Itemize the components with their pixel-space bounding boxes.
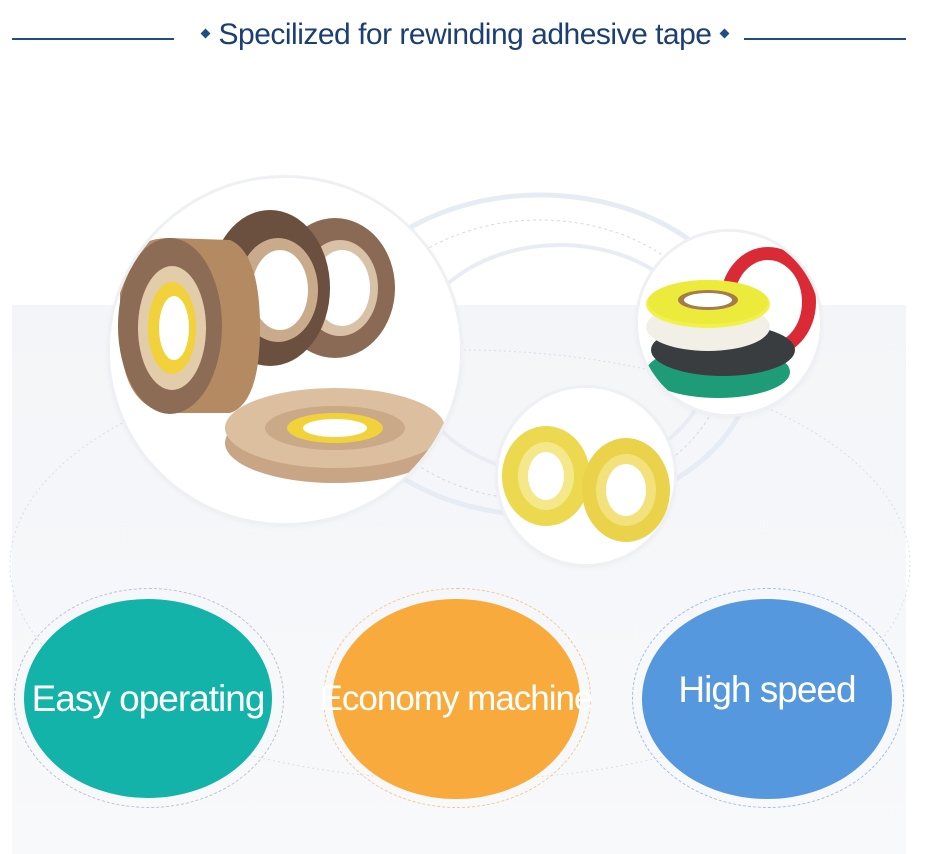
feature-economy-machine: Economy machine xyxy=(320,599,593,799)
feature-ring-easy xyxy=(14,588,284,808)
brown-tape-illustration xyxy=(110,178,460,523)
clear-tape-photo xyxy=(498,388,674,564)
feature-ring-economy xyxy=(323,588,591,808)
feature-label: Economy machine xyxy=(319,679,594,718)
feature-ring-speed xyxy=(632,588,904,808)
clear-tape-illustration xyxy=(498,388,674,564)
feature-label: Easy operating xyxy=(31,677,266,719)
colored-tape-photo xyxy=(638,232,820,414)
brown-tape-photo xyxy=(110,178,460,523)
header-rule-left xyxy=(12,38,174,40)
feature-easy-operating: Easy operating xyxy=(24,599,272,798)
colored-tape-illustration xyxy=(638,232,820,414)
feature-high-speed: High speed xyxy=(642,599,892,799)
header-rule-right xyxy=(744,38,906,40)
feature-label: High speed xyxy=(678,669,856,710)
page-title-text: Specilized for rewinding adhesive tape xyxy=(218,18,712,51)
page-title: Specilized for rewinding adhesive tape xyxy=(0,18,930,52)
